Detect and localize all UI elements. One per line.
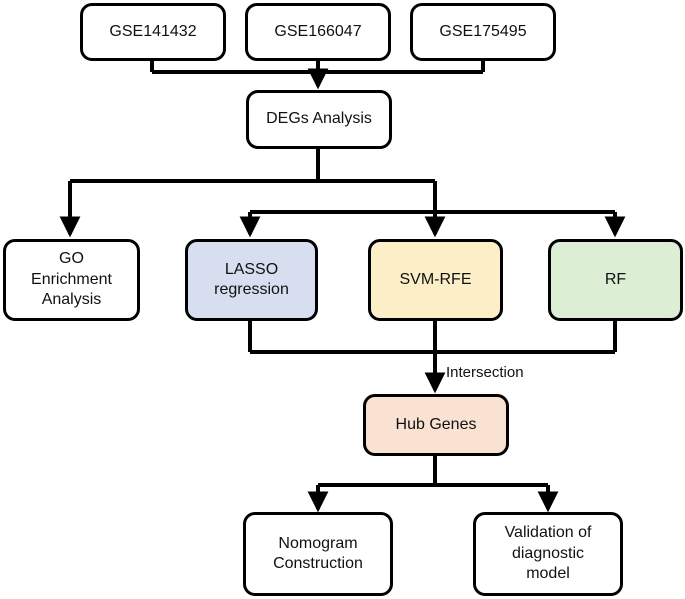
node-gse175495-label: GSE175495 [439, 22, 527, 40]
node-gse166047[interactable]: GSE166047 [245, 3, 391, 61]
node-svm-rfe-label: SVM-RFE [399, 270, 472, 288]
edge-label-intersection: Intersection [446, 364, 524, 381]
node-validation-of-diagnostic-model[interactable]: Validation of diagnostic model [473, 512, 623, 596]
node-gse141432-label: GSE141432 [109, 22, 197, 40]
node-gse175495[interactable]: GSE175495 [410, 3, 556, 61]
node-nomogram-construction-label: Nomogram Construction [273, 534, 363, 572]
node-hub-genes[interactable]: Hub Genes [363, 394, 509, 456]
node-lasso-regression[interactable]: LASSO regression [185, 239, 318, 321]
node-lasso-regression-label: LASSO regression [214, 260, 289, 298]
node-gse166047-label: GSE166047 [274, 22, 362, 40]
node-rf[interactable]: RF [548, 239, 683, 321]
node-go-enrichment-analysis-label: GO Enrichment Analysis [31, 250, 112, 309]
node-svm-rfe[interactable]: SVM-RFE [368, 239, 503, 321]
node-degs-analysis[interactable]: DEGs Analysis [246, 90, 392, 149]
node-gse141432[interactable]: GSE141432 [80, 3, 226, 61]
node-degs-analysis-label: DEGs Analysis [266, 110, 372, 128]
node-rf-label: RF [604, 270, 627, 288]
node-validation-of-diagnostic-model-label: Validation of diagnostic model [504, 524, 592, 583]
node-go-enrichment-analysis[interactable]: GO Enrichment Analysis [3, 239, 140, 321]
node-nomogram-construction[interactable]: Nomogram Construction [243, 512, 393, 596]
node-hub-genes-label: Hub Genes [395, 415, 477, 433]
